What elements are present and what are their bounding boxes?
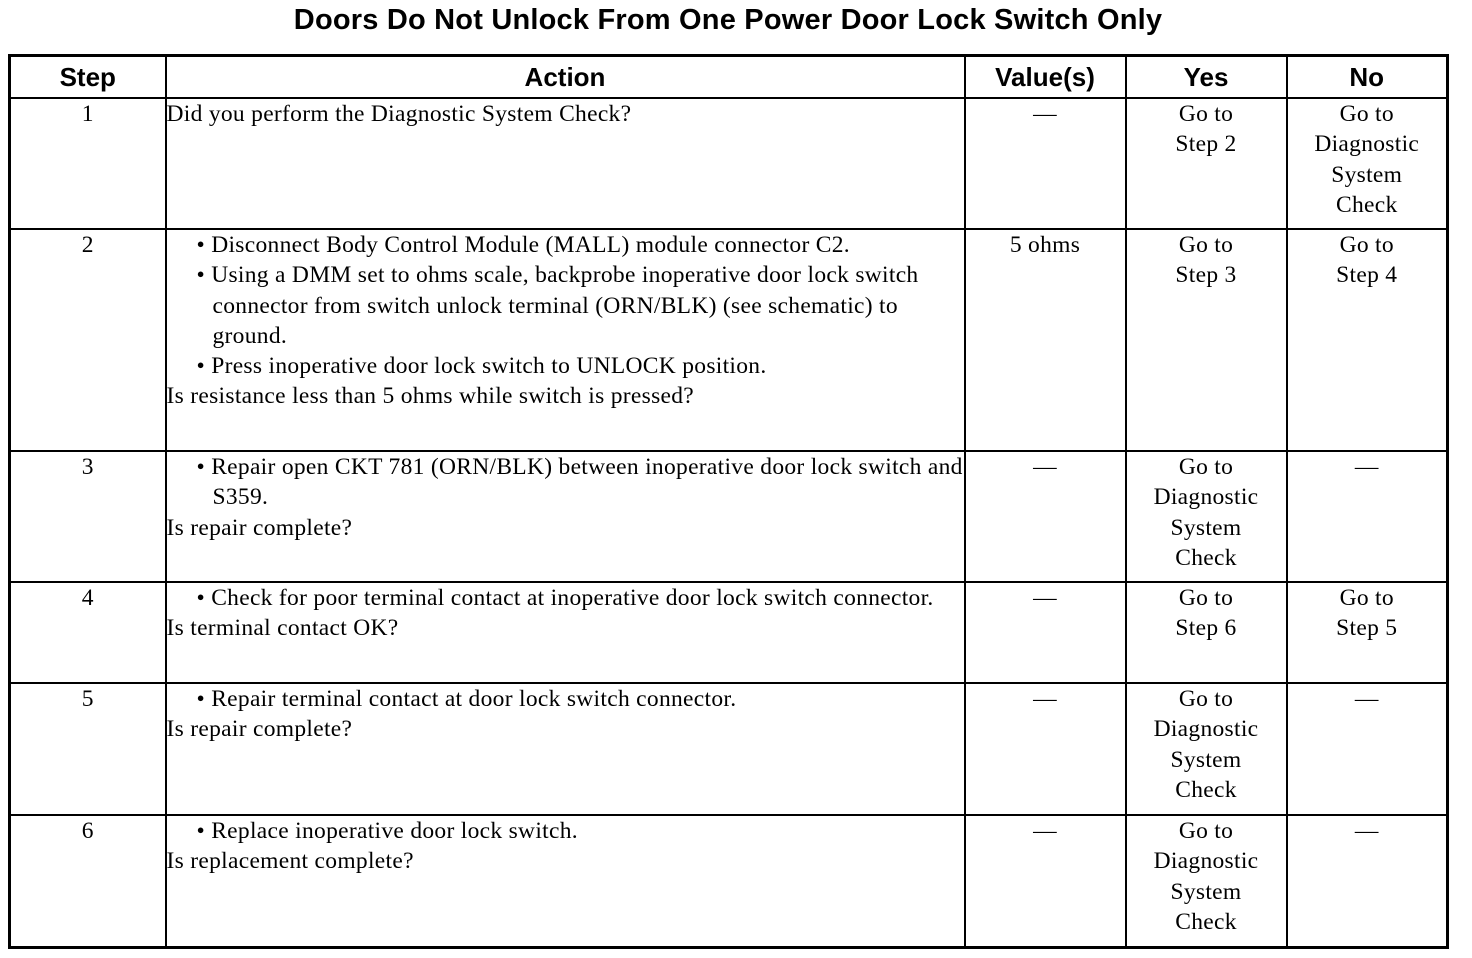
- yes-cell: Go to Step 6: [1124, 581, 1288, 684]
- no-target-line: Go to: [1339, 101, 1394, 127]
- step-cell: 3: [8, 450, 167, 583]
- yes-target-line: Check: [1175, 908, 1237, 935]
- no-cell: —: [1285, 450, 1449, 583]
- table-row: 5 • Repair terminal contact at door lock …: [8, 682, 1449, 816]
- action-cell: • Check for poor terminal contact at ino…: [164, 581, 966, 684]
- table-row: 6 • Replace inoperative door lock switch.…: [8, 814, 1449, 948]
- no-target-line: Step 5: [1336, 615, 1398, 642]
- yes-cell: Go to Step 3: [1124, 228, 1288, 452]
- step-cell: 4: [8, 581, 167, 684]
- yes-target-line: Go to: [1178, 454, 1234, 480]
- no-target-line: —: [1354, 818, 1379, 844]
- step-cell: 2: [8, 228, 167, 452]
- no-target-line: —: [1354, 686, 1379, 712]
- value-text: —: [1033, 818, 1057, 844]
- yes-target-line: System: [1170, 746, 1242, 773]
- header-action: Action: [164, 54, 966, 99]
- yes-target-line: Diagnostic: [1153, 848, 1259, 875]
- value-cell: —: [963, 97, 1127, 230]
- no-target-line: Go to: [1339, 585, 1394, 611]
- action-question: Is terminal contact OK?: [166, 615, 399, 642]
- step-number: 5: [81, 686, 94, 712]
- value-text: —: [1033, 686, 1057, 712]
- yes-target-line: Step 2: [1175, 131, 1237, 158]
- table-row: 2 • Disconnect Body Control Module (MALL)…: [8, 228, 1449, 452]
- action-cell: Did you perform the Diagnostic System Ch…: [164, 97, 966, 230]
- step-number: 1: [81, 101, 94, 127]
- yes-target-line: System: [1170, 878, 1242, 905]
- value-text: 5 ohms: [1009, 232, 1081, 258]
- action-bullet: • Repair terminal contact at door lock s…: [196, 686, 737, 712]
- no-target-line: Step 4: [1336, 262, 1398, 289]
- header-step: Step: [8, 54, 167, 99]
- action-bullet: • Check for poor terminal contact at ino…: [196, 585, 934, 611]
- yes-target-line: System: [1170, 514, 1242, 541]
- action-question: Is repair complete?: [166, 716, 353, 743]
- step-number: 3: [81, 454, 94, 480]
- yes-target-line: Step 3: [1175, 262, 1237, 289]
- action-bullet: • Replace inoperative door lock switch.: [196, 818, 578, 844]
- action-cell: • Replace inoperative door lock switch. I…: [164, 814, 966, 948]
- yes-target-line: Go to: [1178, 585, 1234, 611]
- header-yes: Yes: [1124, 54, 1288, 99]
- no-target-line: Go to: [1339, 232, 1394, 258]
- action-bullet: • Repair open CKT 781 (ORN/BLK) between …: [196, 454, 963, 511]
- table-header-row: Step Action Value(s) Yes No: [8, 54, 1449, 99]
- action-question: Is resistance less than 5 ohms while swi…: [166, 383, 695, 410]
- value-text: —: [1033, 101, 1057, 127]
- no-cell: —: [1285, 814, 1449, 948]
- action-question: Did you perform the Diagnostic System Ch…: [166, 101, 632, 127]
- no-cell: —: [1285, 682, 1449, 816]
- value-cell: —: [963, 450, 1127, 583]
- value-text: —: [1033, 454, 1057, 480]
- action-question: Is replacement complete?: [166, 848, 414, 875]
- yes-target-line: Go to: [1178, 232, 1234, 258]
- yes-target-line: Check: [1175, 544, 1237, 571]
- no-target-line: Diagnostic: [1314, 131, 1420, 158]
- no-target-line: Check: [1335, 191, 1398, 218]
- header-values: Value(s): [963, 54, 1127, 99]
- action-question: Is repair complete?: [166, 514, 353, 541]
- action-bullet: • Using a DMM set to ohms scale, backpro…: [196, 262, 919, 349]
- yes-target-line: Go to: [1178, 818, 1234, 844]
- action-cell: • Disconnect Body Control Module (MALL) …: [164, 228, 966, 452]
- step-number: 2: [81, 232, 94, 258]
- step-number: 4: [81, 585, 94, 611]
- action-bullet: • Press inoperative door lock switch to …: [196, 353, 767, 380]
- step-number: 6: [81, 818, 94, 844]
- step-cell: 1: [8, 97, 167, 230]
- table-row: 1 Did you perform the Diagnostic System C…: [8, 97, 1449, 230]
- yes-target-line: Step 6: [1175, 615, 1237, 642]
- value-cell: —: [963, 814, 1127, 948]
- value-text: —: [1033, 585, 1057, 611]
- page-title: Doors Do Not Unlock From One Power Door …: [293, 4, 1163, 36]
- action-bullet: • Disconnect Body Control Module (MALL) …: [196, 232, 850, 258]
- action-cell: • Repair terminal contact at door lock s…: [164, 682, 966, 816]
- value-cell: —: [963, 581, 1127, 684]
- value-cell: 5 ohms: [963, 228, 1127, 452]
- value-cell: —: [963, 682, 1127, 816]
- table-row: 3 • Repair open CKT 781 (ORN/BLK) between…: [8, 450, 1449, 583]
- header-no: No: [1285, 54, 1449, 99]
- yes-target-line: Check: [1175, 776, 1237, 803]
- yes-target-line: Go to: [1178, 686, 1234, 712]
- no-target-line: System: [1331, 161, 1403, 188]
- step-cell: 5: [8, 682, 167, 816]
- step-cell: 6: [8, 814, 167, 948]
- diagnostic-table: Step Action Value(s) Yes No 1 Did you per…: [8, 54, 1449, 949]
- yes-target-line: Diagnostic: [1153, 484, 1259, 511]
- table-row: 4 • Check for poor terminal contact at in…: [8, 581, 1449, 684]
- no-cell: Go to Step 5: [1285, 581, 1449, 684]
- no-cell: Go to Step 4: [1285, 228, 1449, 452]
- yes-cell: Go to Step 2: [1124, 97, 1288, 230]
- no-target-line: —: [1354, 454, 1379, 480]
- yes-target-line: Go to: [1178, 101, 1234, 127]
- yes-target-line: Diagnostic: [1153, 716, 1259, 743]
- action-cell: • Repair open CKT 781 (ORN/BLK) between …: [164, 450, 966, 583]
